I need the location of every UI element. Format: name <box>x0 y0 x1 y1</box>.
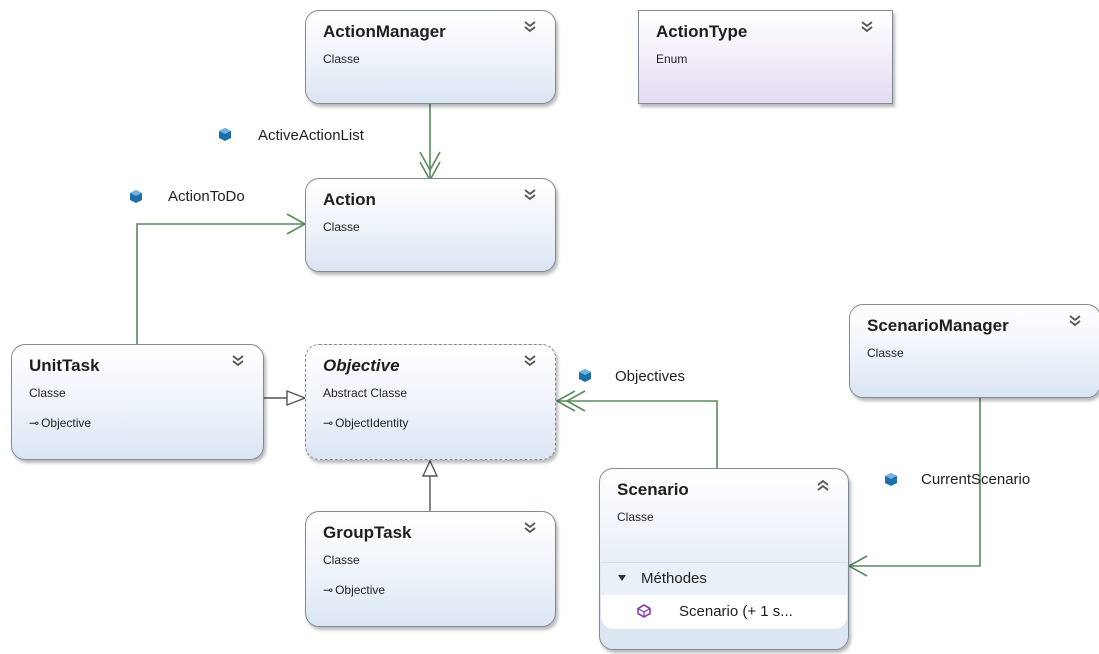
inheritance-arrow-icon <box>286 389 307 407</box>
chevron-double-down-icon[interactable] <box>1068 314 1082 328</box>
inheritance-arrow-icon: ⊸ <box>323 416 334 430</box>
class-kind: Classe <box>323 553 360 567</box>
arrowhead-objectives-1 <box>555 390 576 412</box>
inheritance-arrow-icon: ⊸ <box>29 416 40 430</box>
method-icon <box>637 604 651 618</box>
chevron-double-down-icon[interactable] <box>523 354 537 368</box>
chevron-double-down-icon[interactable] <box>523 188 537 202</box>
class-shape-unit-task[interactable]: UnitTask Classe ⊸Objective <box>11 344 264 460</box>
base-type-name: Objective <box>335 583 386 597</box>
class-title: Objective <box>323 356 400 375</box>
class-shape-action-manager[interactable]: ActionManager Classe <box>305 10 556 104</box>
connector-objectives[interactable] <box>557 400 718 468</box>
class-kind: Classe <box>323 220 360 234</box>
association-label-active-action-list: ActiveActionList <box>258 127 364 144</box>
inheritance-arrow-icon: ⊸ <box>323 583 334 597</box>
association-label-objectives: Objectives <box>615 368 686 385</box>
property-icon <box>579 369 591 382</box>
section-methods[interactable]: Méthodes <box>601 562 847 595</box>
enum-shape-action-type[interactable]: ActionType Enum <box>638 10 893 104</box>
class-title: ScenarioManager <box>867 316 1009 335</box>
association-label-current-scenario: CurrentScenario <box>921 471 1031 488</box>
base-type-name: Objective <box>41 416 92 430</box>
class-base-type: ⊸ObjectIdentity <box>323 416 408 430</box>
class-kind: Classe <box>867 346 904 360</box>
class-base-type: ⊸Objective <box>323 583 385 597</box>
property-icon <box>130 190 142 203</box>
inheritance-arrow-icon <box>421 459 439 477</box>
chevron-double-down-icon[interactable] <box>860 20 874 34</box>
property-icon <box>219 128 231 141</box>
arrowhead-active-action-list-2 <box>419 151 441 172</box>
member-row[interactable]: Scenario (+ 1 s... <box>601 595 847 629</box>
chevron-double-down-icon[interactable] <box>231 354 245 368</box>
class-shape-scenario[interactable]: Scenario Classe Méthodes Scenario (+ 1 s… <box>599 468 849 650</box>
class-title: UnitTask <box>29 356 100 375</box>
connector-action-to-do[interactable] <box>136 223 305 344</box>
chevron-double-down-icon[interactable] <box>523 521 537 535</box>
class-title: ActionManager <box>323 22 446 41</box>
class-kind: Classe <box>29 386 66 400</box>
class-title: GroupTask <box>323 523 412 542</box>
enum-kind: Enum <box>656 52 688 66</box>
class-kind: Abstract Classe <box>323 386 408 400</box>
arrowhead-objectives-2 <box>565 390 586 412</box>
association-label-action-to-do: ActionToDo <box>168 188 245 205</box>
connector-current-scenario[interactable] <box>849 398 981 567</box>
class-title: Scenario <box>617 480 689 499</box>
class-base-type: ⊸Objective <box>29 416 91 430</box>
property-icon <box>885 473 897 486</box>
collapse-triangle-icon[interactable] <box>618 575 626 581</box>
class-shape-objective[interactable]: Objective Abstract Classe ⊸ObjectIdentit… <box>305 344 556 460</box>
arrowhead-current-scenario <box>847 555 868 577</box>
base-type-name: ObjectIdentity <box>335 416 409 430</box>
chevron-double-up-icon[interactable] <box>816 478 830 492</box>
class-shape-action[interactable]: Action Classe <box>305 178 556 272</box>
class-kind: Classe <box>323 52 360 66</box>
class-shape-group-task[interactable]: GroupTask Classe ⊸Objective <box>305 511 556 627</box>
class-title: Action <box>323 190 376 209</box>
member-label: Scenario (+ 1 s... <box>679 603 793 620</box>
section-label: Méthodes <box>641 570 707 587</box>
class-kind: Classe <box>617 510 654 524</box>
enum-title: ActionType <box>656 22 748 41</box>
chevron-double-down-icon[interactable] <box>523 20 537 34</box>
class-shape-scenario-manager[interactable]: ScenarioManager Classe <box>849 304 1099 398</box>
